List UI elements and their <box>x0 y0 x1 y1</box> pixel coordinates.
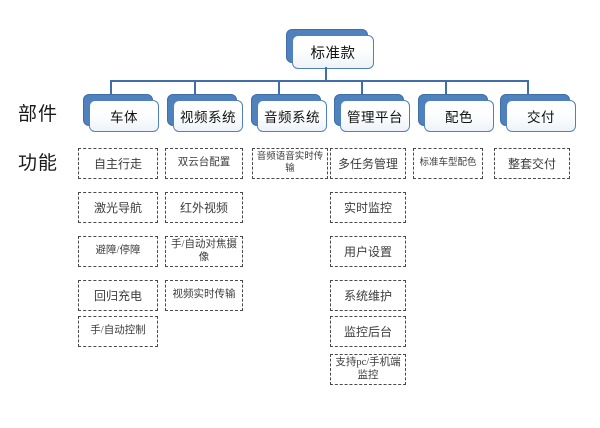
leaf-c1-r2[interactable]: 激光导航 <box>78 192 158 223</box>
connector-drop-2 <box>194 80 196 94</box>
node-component-2-face: 视频系统 <box>173 100 243 132</box>
node-component-3-face: 音频系统 <box>257 100 327 132</box>
leaf-c4-r6[interactable]: 支持pc/手机端监控 <box>330 354 406 385</box>
node-component-2[interactable]: 视频系统 <box>167 94 243 132</box>
node-root-face: 标准款 <box>292 35 374 69</box>
node-component-1-label: 车体 <box>110 110 138 125</box>
leaf-c1-r4[interactable]: 回归充电 <box>78 280 158 311</box>
node-component-1[interactable]: 车体 <box>83 94 159 132</box>
leaf-c1-r1[interactable]: 自主行走 <box>78 148 158 179</box>
connector-drop-5 <box>445 80 447 94</box>
connector-drop-6 <box>527 80 529 94</box>
leaf-c2-r3-label: 手/自动对焦摄像 <box>171 239 237 263</box>
node-component-5[interactable]: 配色 <box>418 94 494 132</box>
leaf-c1-r2-label: 激光导航 <box>93 200 142 215</box>
node-component-5-label: 配色 <box>445 110 473 125</box>
leaf-c4-r5[interactable]: 监控后台 <box>330 316 406 347</box>
connector-drop-4 <box>361 80 363 94</box>
row-label-functions: 功能 <box>18 153 59 174</box>
leaf-c1-r5[interactable]: 手/自动控制 <box>78 316 158 347</box>
connector-root-stem <box>325 67 327 81</box>
leaf-c4-r5-label: 监控后台 <box>343 324 392 339</box>
connector-drop-1 <box>110 80 112 94</box>
leaf-c2-r3[interactable]: 手/自动对焦摄像 <box>165 236 243 267</box>
leaf-c3-r1-label: 音频语音实时传输 <box>256 152 324 174</box>
connector-bus <box>110 80 529 82</box>
row-label-components: 部件 <box>18 104 59 125</box>
leaf-c2-r2-label: 红外视频 <box>179 200 228 215</box>
node-root-label: 标准款 <box>310 45 356 62</box>
node-component-1-face: 车体 <box>89 100 159 132</box>
leaf-c5-r1-label: 标准车型配色 <box>419 157 477 168</box>
leaf-c4-r2-label: 实时监控 <box>343 200 392 215</box>
node-component-5-face: 配色 <box>424 100 494 132</box>
leaf-c4-r1[interactable]: 多任务管理 <box>330 148 406 179</box>
node-component-4-label: 管理平台 <box>347 110 403 125</box>
leaf-c1-r4-label: 回归充电 <box>93 288 142 303</box>
leaf-c4-r1-label: 多任务管理 <box>337 156 398 171</box>
leaf-c4-r2[interactable]: 实时监控 <box>330 192 406 223</box>
leaf-c1-r1-label: 自主行走 <box>93 156 142 171</box>
node-root[interactable]: 标准款 <box>286 29 374 69</box>
node-component-3-label: 音频系统 <box>264 110 320 125</box>
leaf-c1-r5-label: 手/自动控制 <box>90 325 146 337</box>
node-component-3[interactable]: 音频系统 <box>251 94 327 132</box>
leaf-c4-r4-label: 系统维护 <box>343 288 392 303</box>
leaf-c1-r3-label: 避障/停障 <box>95 245 141 257</box>
leaf-c2-r4-label: 视频实时传输 <box>172 289 236 301</box>
leaf-c5-r1[interactable]: 标准车型配色 <box>413 148 483 179</box>
node-component-6-face: 交付 <box>506 100 576 132</box>
leaf-c4-r6-label: 支持pc/手机端监控 <box>335 357 401 381</box>
leaf-c6-r1[interactable]: 整套交付 <box>494 148 570 179</box>
leaf-c4-r3-label: 用户设置 <box>343 244 392 259</box>
leaf-c4-r4[interactable]: 系统维护 <box>330 280 406 311</box>
leaf-c6-r1-label: 整套交付 <box>507 156 556 171</box>
node-component-4-face: 管理平台 <box>340 100 410 132</box>
leaf-c2-r1[interactable]: 双云台配置 <box>165 148 243 179</box>
node-component-2-label: 视频系统 <box>180 110 236 125</box>
node-component-6-label: 交付 <box>527 110 555 125</box>
leaf-c2-r1-label: 双云台配置 <box>177 157 231 169</box>
leaf-c2-r2[interactable]: 红外视频 <box>165 192 243 223</box>
leaf-c3-r1[interactable]: 音频语音实时传输 <box>252 148 328 179</box>
node-component-4[interactable]: 管理平台 <box>334 94 410 132</box>
leaf-c2-r4[interactable]: 视频实时传输 <box>165 280 243 311</box>
node-component-6[interactable]: 交付 <box>500 94 576 132</box>
leaf-c4-r3[interactable]: 用户设置 <box>330 236 406 267</box>
leaf-c1-r3[interactable]: 避障/停障 <box>78 236 158 267</box>
connector-drop-3 <box>278 80 280 94</box>
